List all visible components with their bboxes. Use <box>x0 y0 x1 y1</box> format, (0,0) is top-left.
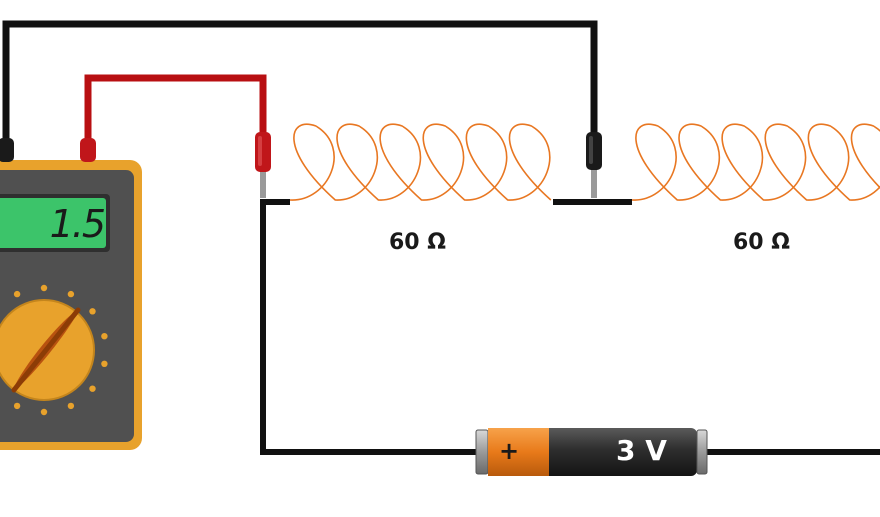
resistor-1-label: 60 Ω <box>389 230 446 255</box>
dial-marker <box>13 290 21 298</box>
coil-path <box>289 123 552 201</box>
battery-end-cap <box>696 429 708 475</box>
dial-marker <box>67 402 75 410</box>
dial-marker <box>67 290 75 298</box>
dial-marker <box>13 402 21 410</box>
battery-negative-cap <box>475 429 489 475</box>
coil-path <box>631 123 880 201</box>
dial-marker <box>101 360 108 367</box>
resistor-coil-2 <box>631 123 880 201</box>
com-jack <box>0 138 14 162</box>
battery-positive-section <box>488 428 552 476</box>
com-probe-wire <box>2 20 598 150</box>
resistor-2-label: 60 Ω <box>733 230 790 255</box>
left-circuit-wire <box>260 199 480 455</box>
multimeter <box>0 138 142 450</box>
multimeter-reading: 1.5 <box>49 202 106 246</box>
battery <box>475 428 708 476</box>
red-probe-wire <box>84 74 267 150</box>
resistor-coil-1 <box>289 123 552 201</box>
multimeter-display <box>0 198 106 248</box>
dial-marker <box>40 284 48 292</box>
dial-markers <box>13 284 108 416</box>
red-probe-tip <box>255 132 271 198</box>
dial-marker <box>40 408 48 416</box>
battery-plus-sign: + <box>499 437 520 465</box>
dial-marker <box>89 385 96 392</box>
volt-jack <box>80 138 96 162</box>
battery-voltage-label: 3 V <box>616 434 667 467</box>
battery-body <box>549 428 697 476</box>
dial-marker <box>89 308 96 315</box>
dial-marker <box>101 333 108 340</box>
black-probe-tip <box>586 132 602 198</box>
